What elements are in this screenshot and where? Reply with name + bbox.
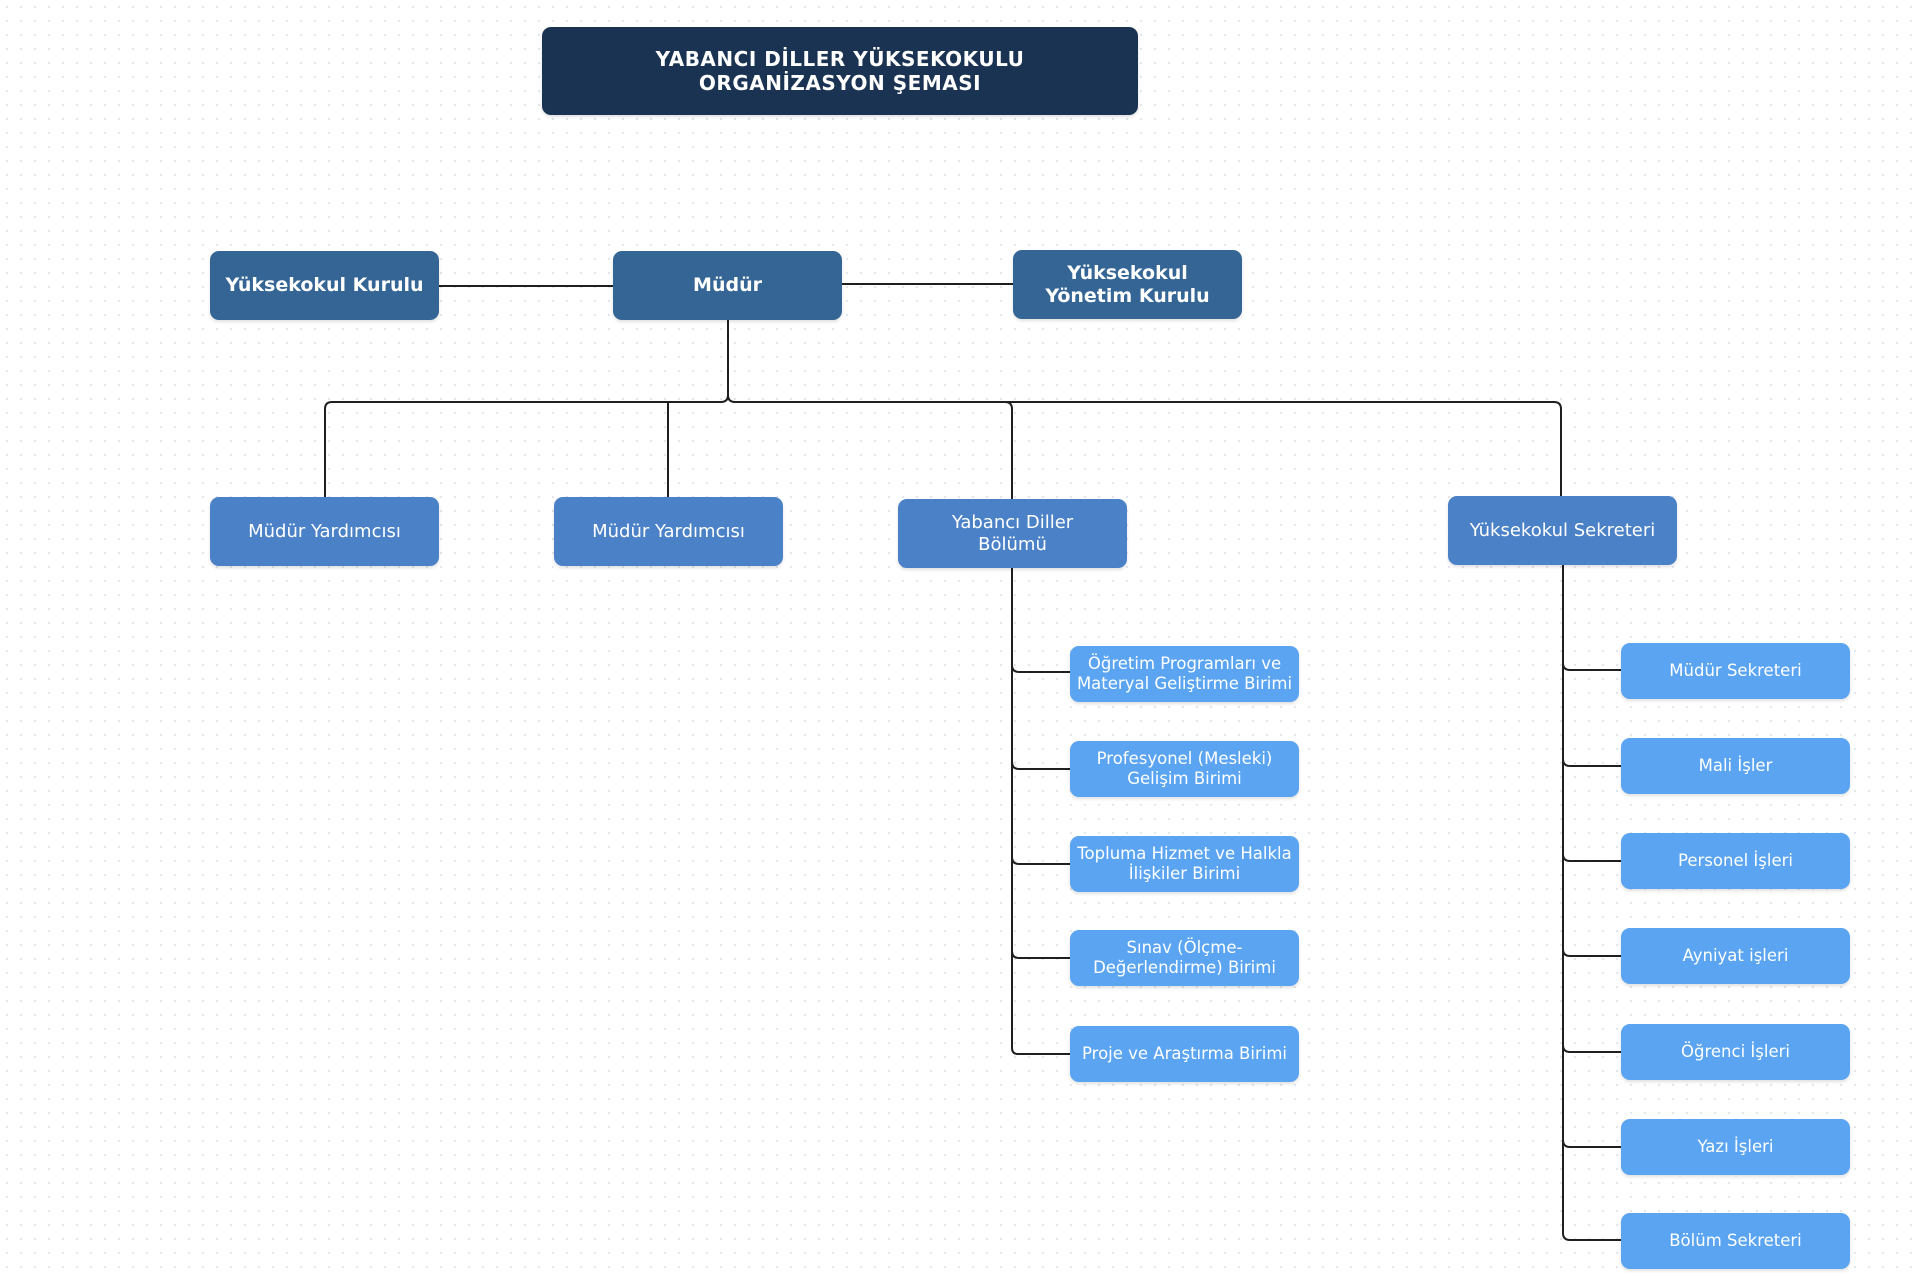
connector-unit-2 <box>1011 761 1070 770</box>
node-mudur-yardimcisi-2: Müdür Yardımcısı <box>554 497 783 566</box>
connector-unit-3 <box>1011 856 1070 865</box>
connector-sec-5 <box>1562 1044 1621 1053</box>
node-secretary-unit: Öğrenci İşleri <box>1621 1024 1850 1080</box>
node-secretary-unit: Yazı İşleri <box>1621 1119 1850 1175</box>
node-secretary-unit: Ayniyat işleri <box>1621 928 1850 984</box>
connector-department-branch <box>735 401 1013 499</box>
connector-unit-4 <box>1011 950 1070 959</box>
chart-title: YABANCI DİLLER YÜKSEKOKULU ORGANİZASYON … <box>542 27 1138 115</box>
node-department-unit: Profesyonel (Mesleki) Gelişim Birimi <box>1070 741 1299 797</box>
node-yabanci-diller-bolumu: Yabancı Diller Bölümü <box>898 499 1127 568</box>
connector-sec-1 <box>1562 662 1621 671</box>
node-secretary-unit: Mali İşler <box>1621 738 1850 794</box>
node-department-unit: Topluma Hizmet ve Halkla İlişkiler Birim… <box>1070 836 1299 892</box>
connector-secretary-branch <box>1005 401 1562 496</box>
connector-sec-6 <box>1562 1139 1621 1148</box>
node-department-unit: Sınav (Ölçme- Değerlendirme) Birimi <box>1070 930 1299 986</box>
connector-department-spine <box>1011 568 1070 1055</box>
node-mudur-yardimcisi-1: Müdür Yardımcısı <box>210 497 439 566</box>
node-secretary-unit: Personel İşleri <box>1621 833 1850 889</box>
node-yuksekokul-sekreteri: Yüksekokul Sekreteri <box>1448 496 1677 565</box>
node-mudur: Müdür <box>613 251 842 320</box>
connector-left-branch <box>324 394 729 497</box>
node-department-unit: Proje ve Araştırma Birimi <box>1070 1026 1299 1082</box>
connector-sec-3 <box>1562 853 1621 862</box>
connector-secretary-spine <box>1562 565 1621 1241</box>
node-secretary-unit: Müdür Sekreteri <box>1621 643 1850 699</box>
connector-unit-1 <box>1011 664 1070 673</box>
node-secretary-unit: Bölüm Sekreteri <box>1621 1213 1850 1269</box>
connector-sec-2 <box>1562 758 1621 767</box>
node-yonetim-kurulu: Yüksekokul Yönetim Kurulu <box>1013 250 1242 319</box>
node-yuksekokul-kurulu: Yüksekokul Kurulu <box>210 251 439 320</box>
connector-sec-4 <box>1562 948 1621 957</box>
node-department-unit: Öğretim Programları ve Materyal Geliştir… <box>1070 646 1299 702</box>
connector-mudur-trunk <box>727 320 736 403</box>
